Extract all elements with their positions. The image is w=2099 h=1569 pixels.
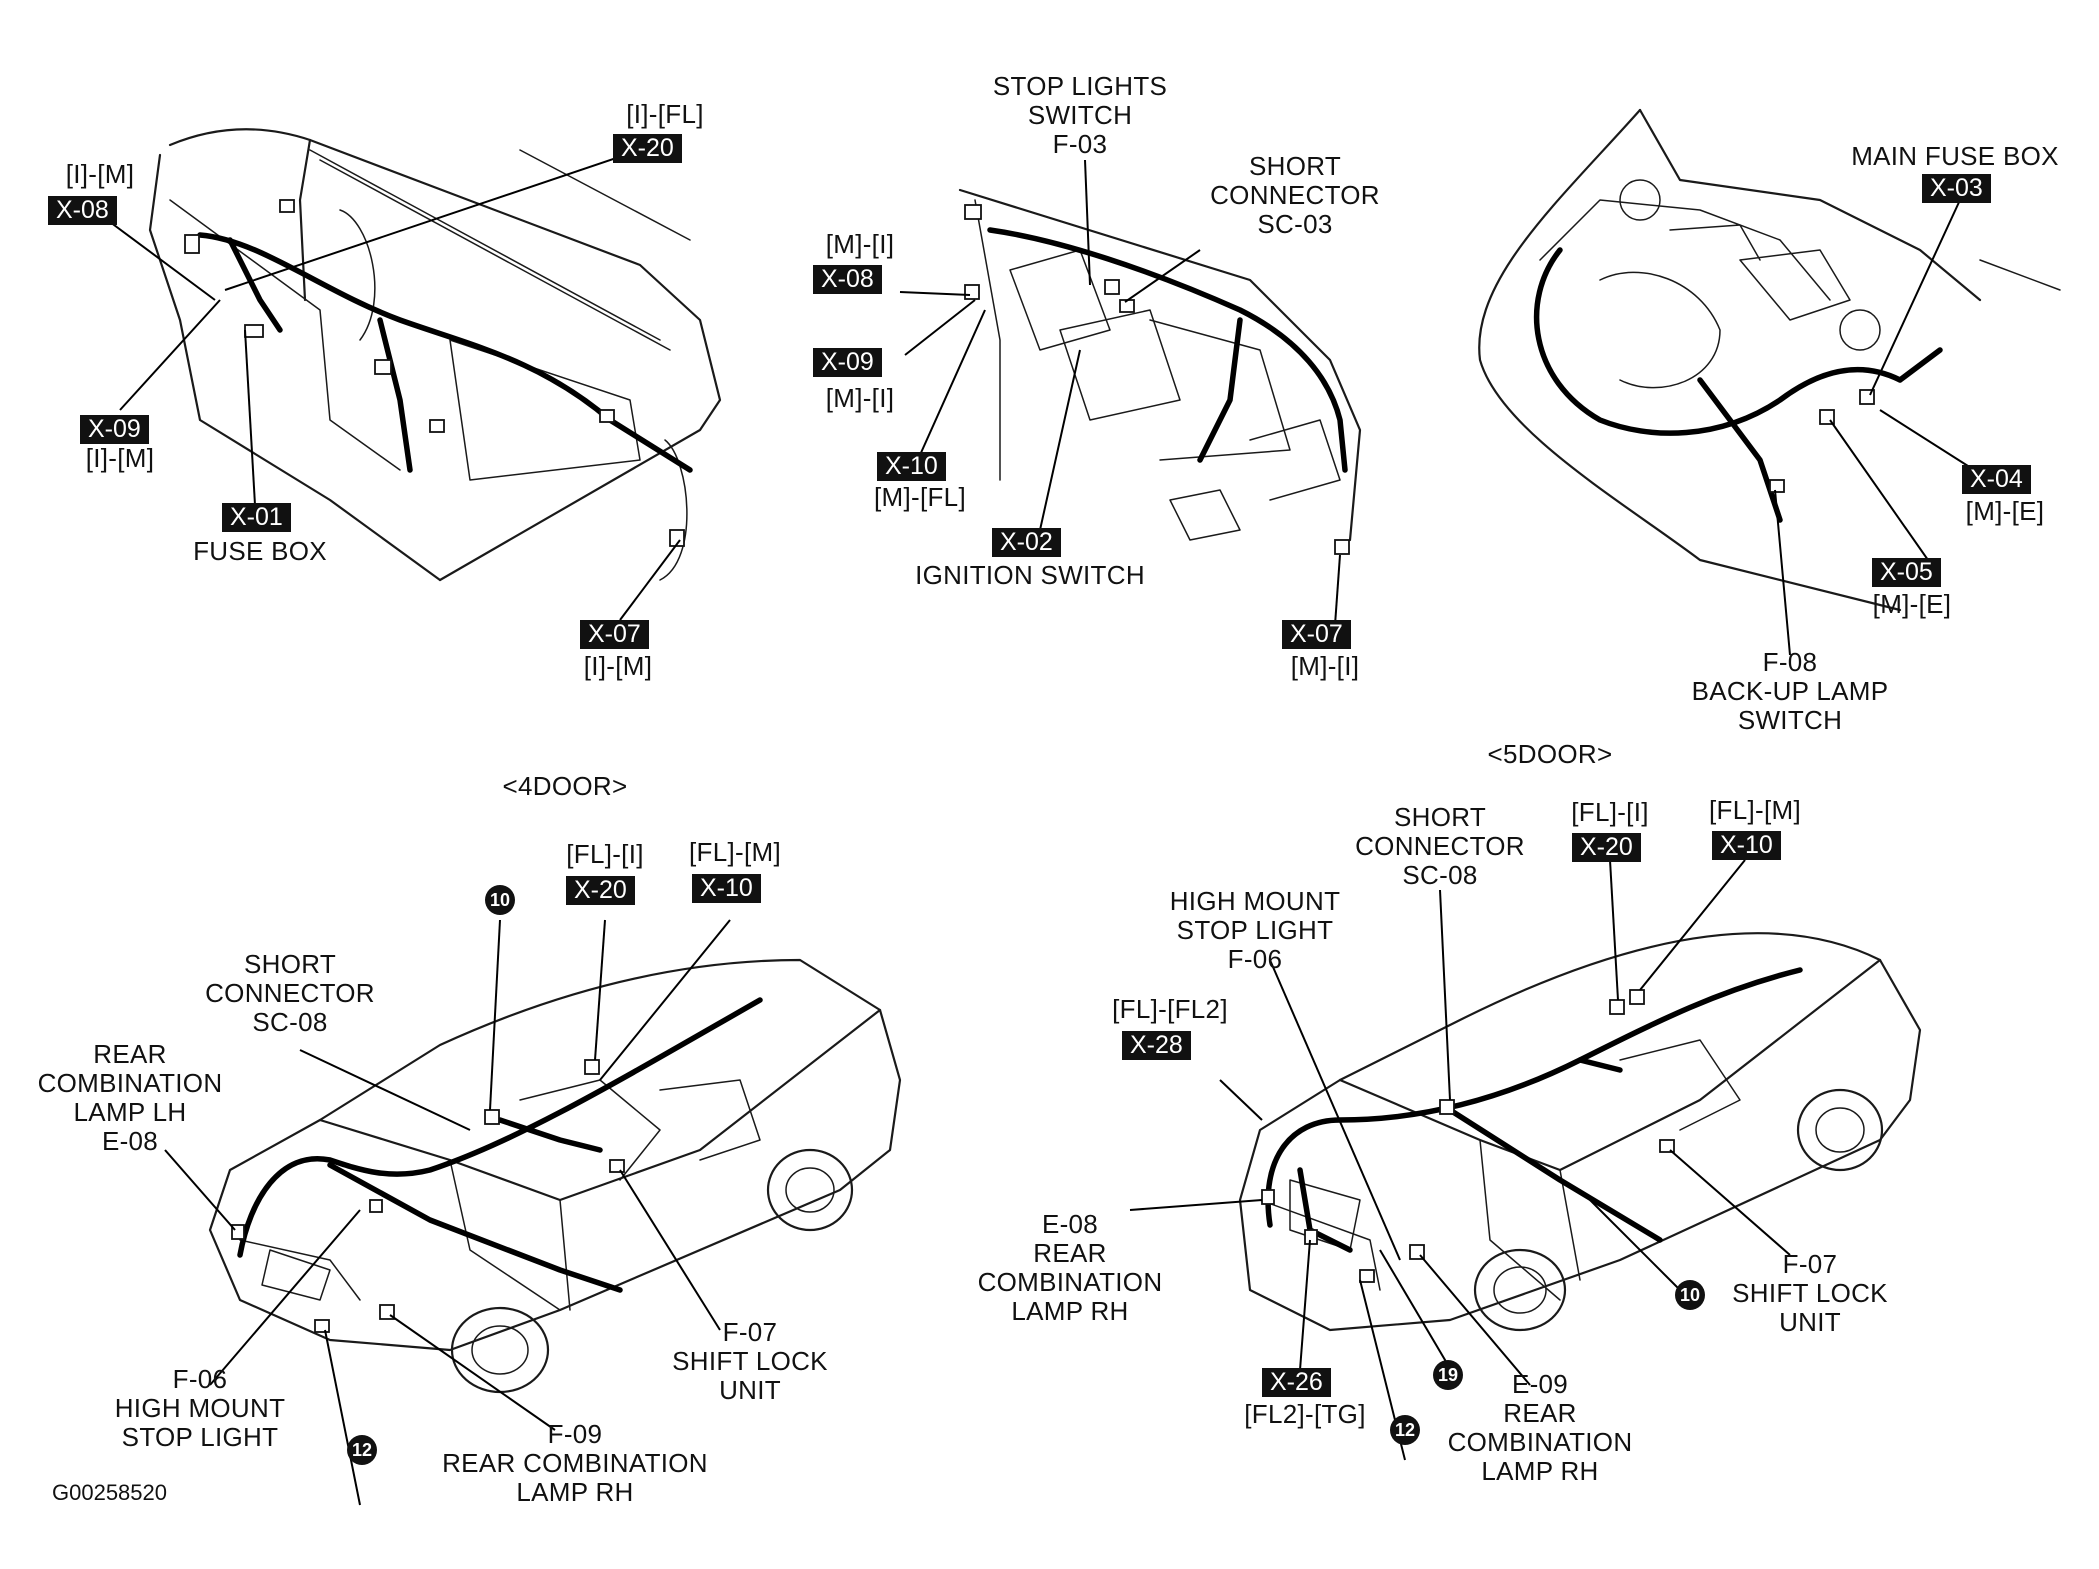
fv-x28-code: X-28 xyxy=(1122,1031,1191,1060)
backup-lamp-label-3: SWITCH xyxy=(1737,705,1843,735)
fv-high-mount-2: STOP LIGHT xyxy=(1176,915,1334,945)
backup-lamp-label-1: F-08 xyxy=(1762,647,1818,677)
fv-ground-point-19: 19 xyxy=(1433,1360,1463,1390)
fd-shift-lock-2: SHIFT LOCK xyxy=(672,1346,828,1376)
steer-x07-code: X-07 xyxy=(1282,620,1351,649)
fd-rear-lamp-lh-2: COMBINATION xyxy=(37,1068,223,1098)
fd-connector-fl-i: [FL]-[I] xyxy=(566,839,644,869)
fv-e08-label-2: REAR xyxy=(1033,1238,1107,1268)
eng-connector-me-1: [M]-[E] xyxy=(1965,496,2045,526)
fd-ground-point-10: 10 xyxy=(485,885,515,915)
stop-lights-label-3: F-03 xyxy=(1052,129,1108,159)
dash-x01-code: X-01 xyxy=(222,503,291,532)
fv-high-mount-1: HIGH MOUNT xyxy=(1169,886,1341,916)
fv-ground-point-12: 12 xyxy=(1390,1415,1420,1445)
fd-shift-lock-1: F-07 xyxy=(722,1317,778,1347)
eng-x03-code: X-03 xyxy=(1922,174,1991,203)
fv-short-connector-3: SC-08 xyxy=(1402,860,1478,890)
fd-x10-code: X-10 xyxy=(692,874,761,903)
five-door-car-drawing xyxy=(1129,859,1922,1461)
fv-connector-fl-m: [FL]-[M] xyxy=(1709,795,1801,825)
steer-x09-code: X-09 xyxy=(813,348,882,377)
fv-e09-label-3: COMBINATION xyxy=(1447,1427,1633,1457)
fd-high-mount-1: F-06 xyxy=(172,1364,228,1394)
ignition-switch-label: IGNITION SWITCH xyxy=(915,560,1145,590)
dash-connector-im-top: [I]-[M] xyxy=(65,159,135,189)
fv-connector-fl-i: [FL]-[I] xyxy=(1571,797,1649,827)
steering-column-drawing xyxy=(899,159,1362,626)
fv-e09-label-1: E-09 xyxy=(1511,1369,1569,1399)
fv-high-mount-3: F-06 xyxy=(1227,944,1283,974)
short-connector-sc03-3: SC-03 xyxy=(1257,209,1333,239)
fuse-box-label: FUSE BOX xyxy=(193,536,327,566)
five-door-heading: <5DOOR> xyxy=(1487,739,1613,769)
fv-connector-fl-fl2: [FL]-[FL2] xyxy=(1112,994,1228,1024)
fd-high-mount-3: STOP LIGHT xyxy=(121,1422,279,1452)
fd-short-connector-2: CONNECTOR xyxy=(205,978,375,1008)
steer-x10-code: X-10 xyxy=(877,452,946,481)
stop-lights-label-1: STOP LIGHTS xyxy=(992,71,1168,101)
eng-x04-code: X-04 xyxy=(1962,465,2031,494)
dash-connector-il-fl: [I]-[FL] xyxy=(626,99,704,129)
eng-connector-me-2: [M]-[E] xyxy=(1872,589,1952,619)
dash-x09-code: X-09 xyxy=(80,415,149,444)
dash-connector-im-mid: [I]-[M] xyxy=(85,443,155,473)
fd-ground-point-12: 12 xyxy=(347,1435,377,1465)
fv-e08-label-3: COMBINATION xyxy=(977,1267,1163,1297)
fv-e09-label-2: REAR xyxy=(1503,1398,1577,1428)
fv-shift-lock-1: F-07 xyxy=(1782,1249,1838,1279)
fd-rear-lamp-rh-2: REAR COMBINATION xyxy=(442,1448,708,1478)
steer-connector-mi-bot: [M]-[I] xyxy=(1290,651,1360,681)
fv-short-connector-1: SHORT xyxy=(1393,802,1487,832)
instrument-panel-drawing xyxy=(109,128,722,621)
fd-x20-code: X-20 xyxy=(566,876,635,905)
fv-x26-code: X-26 xyxy=(1262,1368,1331,1397)
steer-connector-mi-mid: [M]-[I] xyxy=(825,383,895,413)
backup-lamp-label-2: BACK-UP LAMP xyxy=(1691,676,1889,706)
fd-rear-lamp-lh-3: LAMP LH xyxy=(73,1097,187,1127)
fv-e08-label-1: E-08 xyxy=(1041,1209,1099,1239)
fv-connector-fl2-tg: [FL2]-[TG] xyxy=(1244,1399,1366,1429)
fv-x20-code: X-20 xyxy=(1572,833,1641,862)
fv-shift-lock-3: UNIT xyxy=(1779,1307,1841,1337)
short-connector-sc03-2: CONNECTOR xyxy=(1210,180,1380,210)
fd-rear-lamp-rh-1: F-09 xyxy=(547,1419,603,1449)
fd-short-connector-1: SHORT xyxy=(243,949,337,979)
fd-short-connector-3: SC-08 xyxy=(252,1007,328,1037)
fd-rear-lamp-rh-3: LAMP RH xyxy=(516,1477,634,1507)
dash-x07-code: X-07 xyxy=(580,620,649,649)
steer-connector-mi-top: [M]-[I] xyxy=(825,229,895,259)
eng-x05-code: X-05 xyxy=(1872,558,1941,587)
fd-connector-fl-m: [FL]-[M] xyxy=(689,837,781,867)
dash-x08-code: X-08 xyxy=(48,196,117,225)
main-fuse-box-label: MAIN FUSE BOX xyxy=(1851,141,2059,171)
fv-x10-code: X-10 xyxy=(1712,831,1781,860)
four-door-heading: <4DOOR> xyxy=(502,771,628,801)
fd-shift-lock-3: UNIT xyxy=(719,1375,781,1405)
figure-id: G00258520 xyxy=(52,1480,167,1505)
four-door-car-drawing xyxy=(164,919,902,1506)
short-connector-sc03-1: SHORT xyxy=(1248,151,1342,181)
fd-rear-lamp-lh-4: E-08 xyxy=(101,1126,159,1156)
fv-shift-lock-2: SHIFT LOCK xyxy=(1732,1278,1888,1308)
fd-rear-lamp-lh-1: REAR xyxy=(93,1039,167,1069)
steer-x02-code: X-02 xyxy=(992,528,1061,557)
fd-high-mount-2: HIGH MOUNT xyxy=(114,1393,286,1423)
steer-connector-mfl: [M]-[FL] xyxy=(874,482,966,512)
fv-ground-point-10: 10 xyxy=(1675,1280,1705,1310)
steer-x08-code: X-08 xyxy=(813,265,882,294)
stop-lights-label-2: SWITCH xyxy=(1027,100,1133,130)
dash-x20-code: X-20 xyxy=(613,134,682,163)
fv-short-connector-2: CONNECTOR xyxy=(1355,831,1525,861)
fv-e08-label-4: LAMP RH xyxy=(1011,1296,1129,1326)
dash-connector-im-bot: [I]-[M] xyxy=(583,651,653,681)
fv-e09-label-4: LAMP RH xyxy=(1481,1456,1599,1486)
